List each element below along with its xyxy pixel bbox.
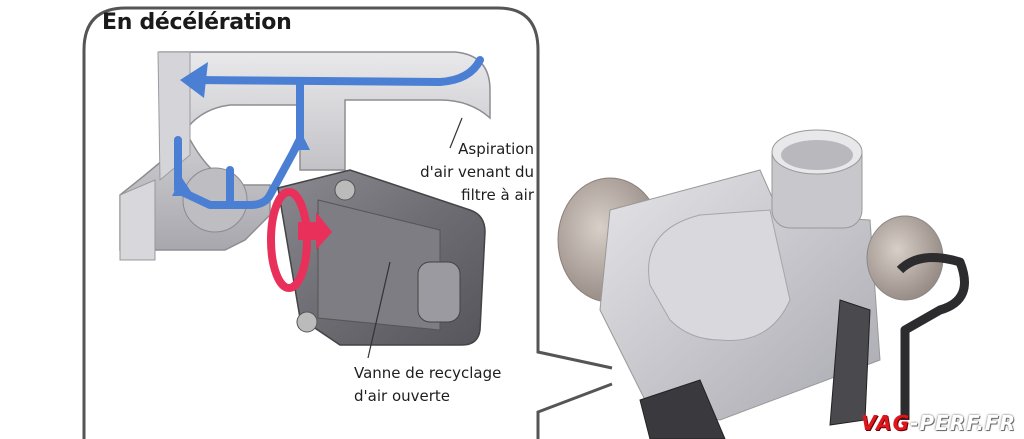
turbocharger [557,129,969,439]
label-valve-line-1: Vanne de recyclage [354,364,502,382]
label-valve: Vanne de recyclage d'air ouverte [354,362,501,408]
label-intake-line-2: d'air venant du [420,163,534,181]
watermark-brand-white: -PERF.FR [910,411,1016,435]
airflow-arrowheads [172,62,310,196]
label-intake-line-3: filtre à air [461,186,534,204]
label-valve-line-2: d'air ouverte [354,387,451,405]
airflow-arrow [174,56,484,209]
callout-frame [82,6,613,439]
watermark-logo: VAG-PERF.FR [861,411,1016,435]
label-intake: Aspiration d'air venant du filtre à air [420,138,534,207]
watermark-brand-red: VAG [861,411,911,435]
diagram-title: En décélération [102,10,292,35]
label-intake-line-1: Aspiration [458,140,534,158]
air-recirculation-valve [267,117,486,359]
valve-open-arrow [298,212,332,250]
